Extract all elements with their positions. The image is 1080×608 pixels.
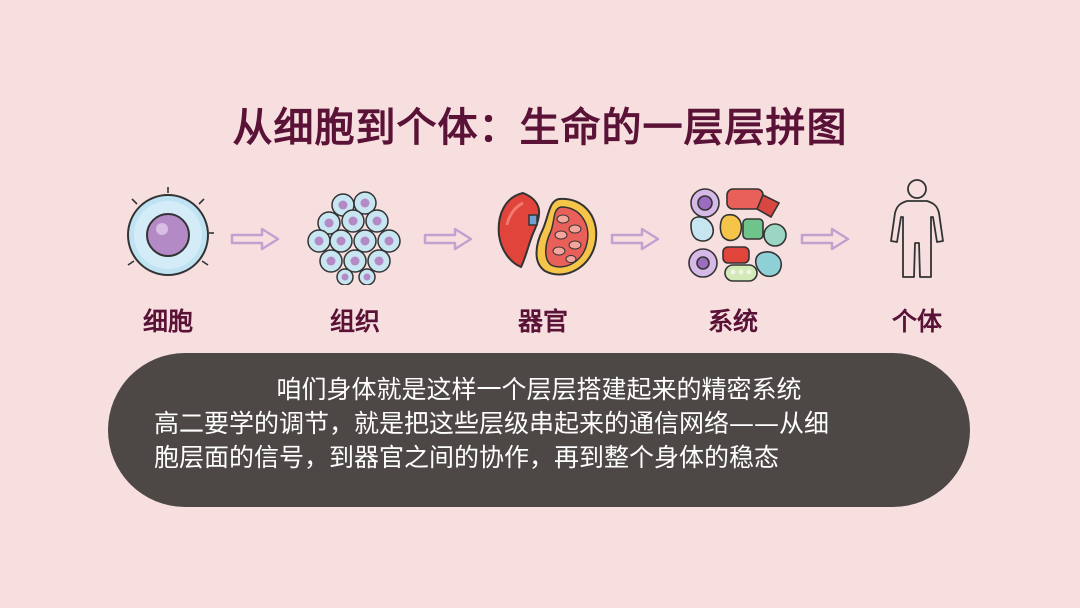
arrow-right-icon [423,227,473,251]
page-title: 从细胞到个体：生命的一层层拼图 [232,105,848,151]
stage-system: 系统 [668,185,798,345]
stage-cell: 细胞 [103,185,233,345]
stage-label-system: 系统 [707,307,758,336]
organ-icon [497,191,598,276]
stage-label-individual: 个体 [891,307,942,336]
tissue-icon [307,191,401,285]
stage-tissue: 组织 [290,185,420,345]
caption-line: 胞层面的信号，到器官之间的协作，再到整个身体的稳态 [154,443,780,472]
cell-icon [127,187,214,276]
arrow-right-icon [800,227,850,251]
stage-label-tissue: 组织 [329,307,380,336]
stage-label-organ: 器官 [517,307,568,336]
arrow-right-icon [230,227,280,251]
stage-individual: 个体 [852,179,982,345]
caption-line: 咱们身体就是这样一个层层搭建起来的精密系统 [276,375,802,404]
caption-box: 咱们身体就是这样一个层层搭建起来的精密系统 高二要学的调节，就是把这些层级串起来… [108,353,970,507]
human-body-icon [890,179,944,278]
stage-organ: 器官 [478,185,608,345]
caption-line: 高二要学的调节，就是把这些层级串起来的通信网络——从细 [154,409,830,438]
organ-system-icon [688,188,787,282]
hierarchy-flow: 细胞 组织 [0,179,1080,345]
stage-label-cell: 细胞 [142,307,193,336]
arrow-right-icon [610,227,660,251]
